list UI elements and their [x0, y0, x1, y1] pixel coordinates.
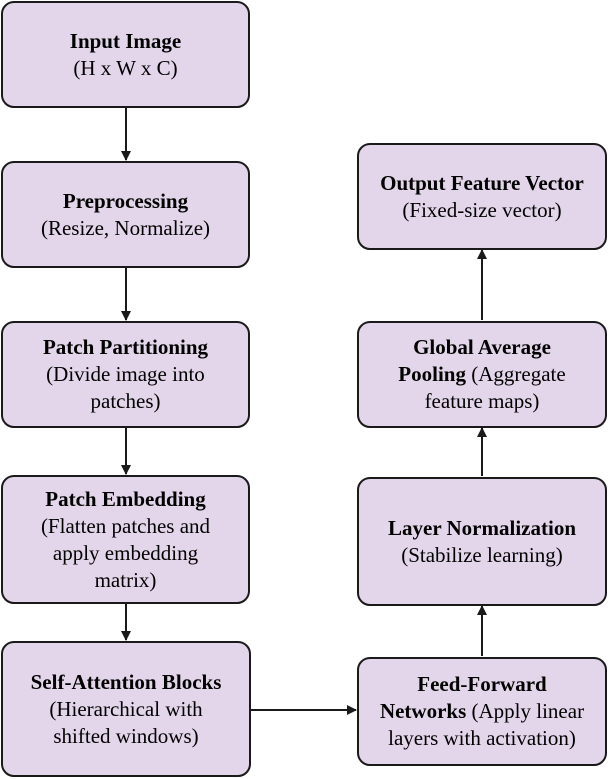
patch-partitioning-title: Patch Partitioning — [42, 335, 209, 359]
feed-forward-detail-inline: (Apply linear — [466, 699, 585, 723]
feed-forward-title-continued: Networks — [379, 699, 467, 723]
self-attention-title: Self-Attention Blocks — [30, 669, 222, 694]
preprocessing-title: Preprocessing — [62, 188, 189, 213]
patch-partitioning-detail-line-2: patches) — [90, 389, 161, 413]
output-feature-vector-node: Output Feature Vector (Fixed-size vector… — [357, 143, 607, 250]
patch-embedding-detail-line-1: (Flatten patches and — [40, 513, 211, 538]
self-attention-detail-line-2: shifted windows) — [53, 723, 199, 748]
feed-forward-line-2: Networks (Apply linear — [380, 698, 584, 725]
output-feature-vector-detail: (Fixed-size vector) — [402, 197, 562, 222]
output-feature-vector-title: Output Feature Vector — [380, 170, 584, 195]
layer-normalization-detail: (Stabilize learning) — [401, 542, 563, 567]
patch-partitioning-node: Patch Partitioning (Divide image into pa… — [1, 321, 250, 428]
patch-embedding-detail-line-3: matrix) — [94, 567, 157, 592]
self-attention-detail-line-1: (Hierarchical with — [49, 696, 203, 721]
input-image-detail: (H x W x C) — [73, 55, 178, 80]
global-pooling-node: Global Average Pooling (Aggregate featur… — [357, 321, 607, 428]
preprocessing-detail: (Resize, Normalize) — [40, 215, 211, 240]
global-pooling-title-continued: Pooling — [398, 362, 466, 386]
global-pooling-detail-inline: (Aggregate — [465, 362, 566, 386]
patch-embedding-detail-line-2: apply embedding — [52, 540, 199, 565]
global-pooling-line-2: Pooling (Aggregate — [398, 361, 565, 388]
layer-normalization-title: Layer Normalization — [388, 515, 576, 540]
input-image-node: Input Image (H x W x C) — [1, 1, 250, 108]
feed-forward-detail-line-3: layers with activation) — [388, 726, 576, 750]
global-pooling-title: Global Average — [413, 335, 551, 359]
layer-normalization-node: Layer Normalization (Stabilize learning) — [357, 477, 607, 606]
feed-forward-title: Feed-Forward — [417, 672, 547, 696]
patch-partitioning-detail-line-1: (Divide image into — [46, 362, 205, 386]
global-pooling-detail-line-3: feature maps) — [424, 389, 540, 413]
patch-embedding-node: Patch Embedding (Flatten patches and app… — [1, 475, 250, 604]
preprocessing-node: Preprocessing (Resize, Normalize) — [1, 161, 250, 268]
patch-embedding-title: Patch Embedding — [45, 486, 206, 511]
self-attention-node: Self-Attention Blocks (Hierarchical with… — [1, 641, 251, 777]
input-image-title: Input Image — [69, 28, 182, 53]
feed-forward-node: Feed-Forward Networks (Apply linear laye… — [357, 657, 607, 766]
